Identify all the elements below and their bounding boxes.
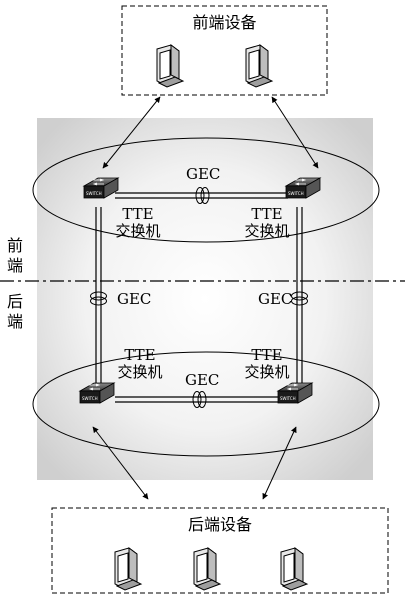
- gec-label-bottom: GEC: [185, 371, 220, 389]
- switch-label-line1: TTE: [251, 205, 283, 223]
- front-ellipse: [32, 137, 380, 243]
- gec-ring-right: [291, 291, 308, 306]
- switch-label-line2: 交换机: [244, 363, 290, 381]
- computer-icon: [114, 547, 143, 591]
- computer-icon: [193, 547, 222, 591]
- gec-ring-bottom: [192, 391, 207, 408]
- switch-label-line1: TTE: [251, 346, 283, 364]
- switch-icon: SWITCH: [276, 382, 314, 404]
- switch-icon: SWITCH: [284, 177, 322, 199]
- link-left: [95, 207, 102, 384]
- switch-label-line2: 交换机: [244, 222, 290, 240]
- switch-label-line2: 交换机: [115, 222, 161, 240]
- switch-label-line1: TTE: [124, 346, 156, 364]
- switch-icon: SWITCH: [78, 382, 116, 404]
- link-right: [296, 207, 303, 384]
- back-side-label: 后端: [6, 292, 23, 331]
- svg-text:SWITCH: SWITCH: [82, 396, 98, 401]
- switch-label-line2: 交换机: [117, 363, 163, 381]
- gec-ring-left: [90, 291, 107, 306]
- back-ellipse: [32, 351, 380, 457]
- gec-label-right: GEC: [258, 290, 293, 308]
- back-device-box: [51, 507, 389, 594]
- svg-text:SWITCH: SWITCH: [280, 396, 296, 401]
- computer-icon: [280, 547, 309, 591]
- arrow-back-right: [262, 426, 297, 500]
- arrow-front-left: [102, 96, 161, 169]
- arrow-front-right: [271, 96, 319, 169]
- front-device-box: [121, 5, 328, 96]
- svg-text:SWITCH: SWITCH: [288, 191, 304, 196]
- gec-label-left: GEC: [117, 290, 152, 308]
- back-device-box-title: 后端设备: [187, 515, 252, 534]
- computer-icon: [245, 44, 274, 88]
- arrow-back-left: [92, 426, 149, 500]
- switch-icon: SWITCH: [82, 177, 120, 199]
- computer-icon: [156, 44, 185, 88]
- gec-ring-top: [195, 187, 210, 204]
- front-device-box-title: 前端设备: [192, 13, 257, 32]
- svg-text:SWITCH: SWITCH: [86, 191, 102, 196]
- switch-label-line1: TTE: [122, 205, 154, 223]
- gec-label-top: GEC: [186, 165, 221, 183]
- front-side-label: 前端: [6, 236, 23, 275]
